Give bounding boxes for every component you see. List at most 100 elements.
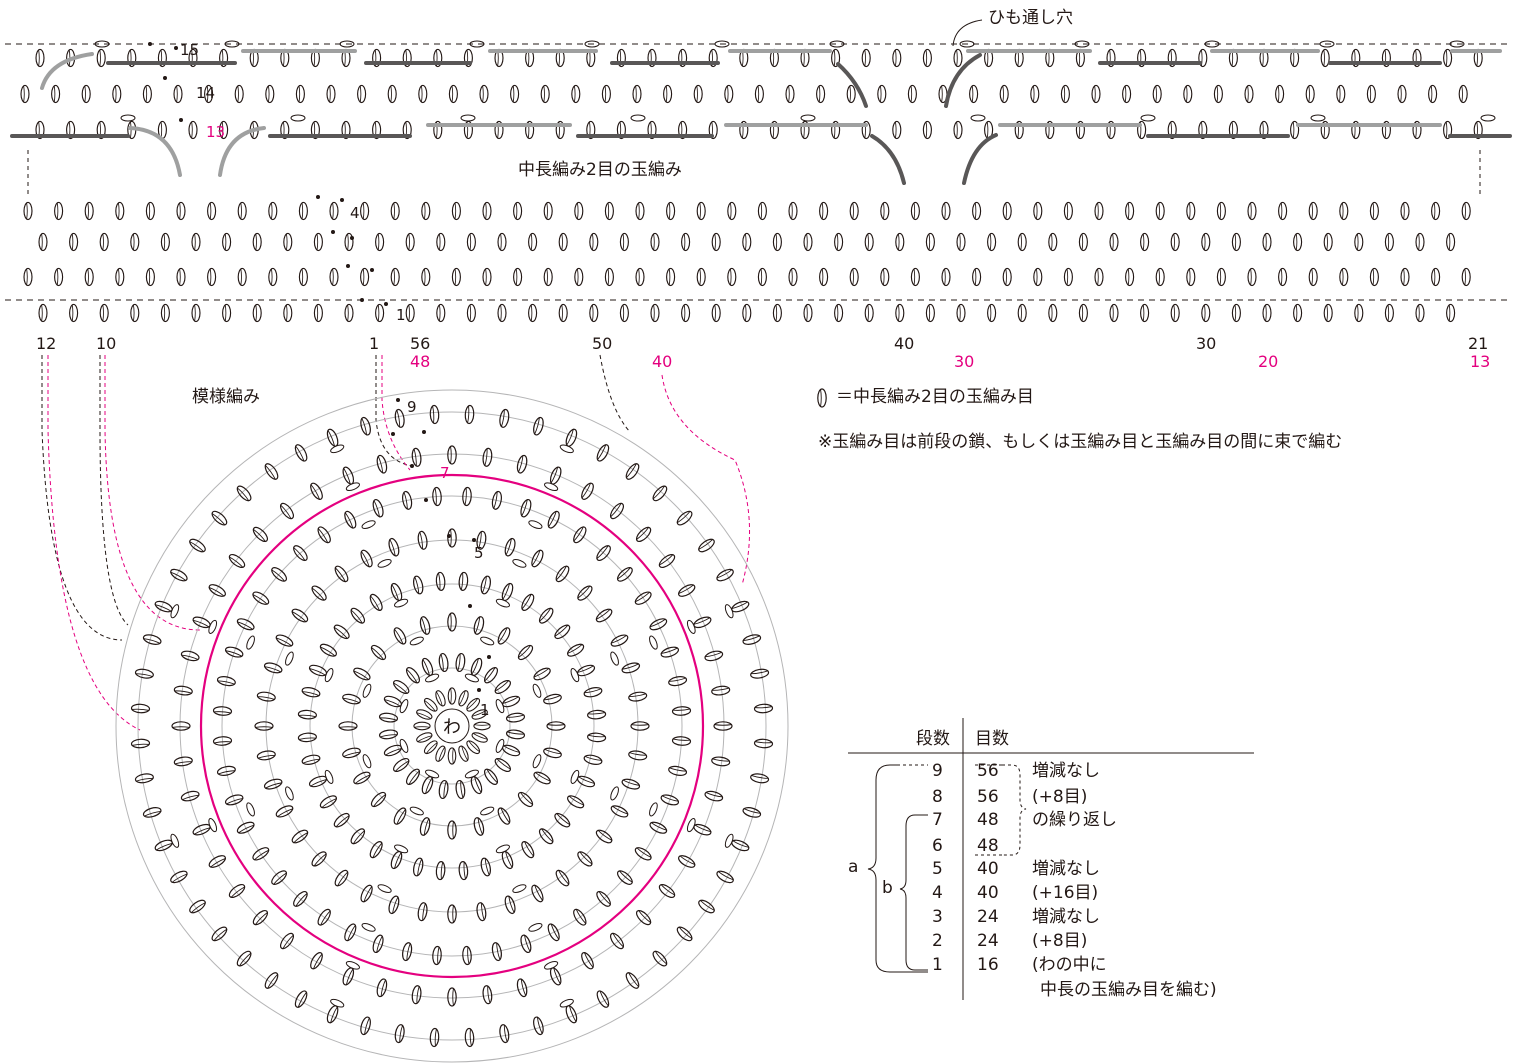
stitch-number: 56 <box>410 334 431 353</box>
puff-stitch-symbol <box>892 120 902 140</box>
table-note-cell: (わの中に <box>1032 955 1107 975</box>
puff-stitch-symbol <box>69 303 79 323</box>
puff-stitch-symbol <box>145 267 155 287</box>
puff-stitch-symbol <box>575 773 597 790</box>
puff-stitch-symbol <box>972 267 982 287</box>
puff-stitch-symbol <box>403 664 423 686</box>
puff-stitch-symbol <box>846 84 856 104</box>
chain-stitch-symbol <box>399 699 409 714</box>
puff-stitch-symbol <box>656 881 678 901</box>
chain-stitch-symbol <box>1319 40 1335 48</box>
puff-stitch-symbol <box>650 232 660 252</box>
chain-stitch-symbol <box>1449 40 1465 48</box>
puff-stitch-symbol <box>711 232 721 252</box>
center-ring-label: わ <box>443 717 461 738</box>
puff-stitch-symbol <box>160 303 170 323</box>
puff-stitch-symbol <box>749 772 770 785</box>
chain-stitch-symbol <box>362 754 372 769</box>
puff-stitch-symbol <box>727 267 737 287</box>
puff-stitch-symbol <box>630 721 650 731</box>
puff-stitch-symbol <box>479 84 489 104</box>
chain-stitch-symbol <box>246 802 255 817</box>
puff-stitch-symbol <box>907 84 917 104</box>
table-note-cell: (+16目) <box>1032 883 1099 903</box>
stitch-number: 21 <box>1468 334 1489 353</box>
chain-stitch-symbol <box>399 738 409 753</box>
puff-stitch-symbol <box>1186 201 1196 221</box>
puff-stitch-symbol <box>464 404 475 425</box>
chain-stitch-symbol <box>1204 40 1220 48</box>
puff-stitch-symbol <box>1109 303 1119 323</box>
puff-stitch-symbol <box>578 950 597 972</box>
puff-stitch-symbol <box>499 849 516 871</box>
puff-stitch-symbol <box>173 684 194 697</box>
puff-stitch-symbol <box>711 303 721 323</box>
puff-stitch-symbol <box>382 742 404 759</box>
puff-stitch-symbol <box>650 303 660 323</box>
table-count-cell: 16 <box>977 955 999 975</box>
table-count-cell: 40 <box>977 859 999 879</box>
puff-stitch-symbol <box>674 924 695 944</box>
puff-stitch-symbol <box>849 267 859 287</box>
puff-stitch-symbol <box>482 267 492 287</box>
puff-stitch-symbol <box>1384 303 1394 323</box>
group-label-b: b <box>882 878 893 898</box>
puff-stitch-symbol <box>338 721 358 731</box>
puff-stitch-symbol <box>895 232 905 252</box>
puff-stitch-symbol <box>1152 84 1162 104</box>
puff-stitch-symbol <box>834 232 844 252</box>
puff-stitch-symbol <box>536 605 556 626</box>
puff-stitch-symbol <box>1446 303 1456 323</box>
puff-stitch-symbol <box>515 642 536 663</box>
puff-stitch-symbol <box>1048 232 1058 252</box>
puff-stitch-symbol <box>234 948 254 969</box>
puff-stitch-symbol <box>1244 84 1254 104</box>
chain-stitch-symbol <box>324 668 334 683</box>
chain-stitch-symbol <box>495 738 505 753</box>
chain-stitch-symbol <box>170 833 180 848</box>
puff-stitch-symbol <box>999 84 1009 104</box>
puff-stitch-symbol <box>191 232 201 252</box>
puff-stitch-symbol <box>543 201 553 221</box>
puff-stitch-symbol <box>429 1027 440 1048</box>
puff-stitch-symbol <box>207 267 217 287</box>
puff-stitch-symbol <box>142 84 152 104</box>
puff-stitch-symbol <box>447 445 457 465</box>
puff-stitch-symbol <box>502 536 518 558</box>
puff-stitch-symbol <box>1063 267 1073 287</box>
puff-stitch-symbol <box>956 232 966 252</box>
puff-stitch-symbol <box>552 810 573 830</box>
chain-stitch-symbol <box>480 806 495 816</box>
puff-stitch-symbol <box>292 988 310 1010</box>
puff-stitch-symbol <box>987 232 997 252</box>
chain-stitch-symbol <box>829 40 845 48</box>
chain-stitch-symbol <box>208 619 218 634</box>
round-guide-ring <box>393 667 511 785</box>
puff-stitch-symbol <box>447 987 457 1007</box>
table-header-stitches: 目数 <box>975 729 1009 749</box>
puff-stitch-symbol <box>492 677 514 697</box>
round-guide-ring <box>179 453 725 999</box>
chain-stitch-symbol <box>377 559 392 568</box>
puff-stitch-symbol <box>895 303 905 323</box>
chain-stitch-symbol <box>649 802 658 817</box>
puff-stitch-symbol <box>495 625 513 647</box>
puff-stitch-symbol <box>1308 267 1318 287</box>
puff-stitch-symbol <box>448 84 458 104</box>
table-note-cell: (+8目) <box>1032 787 1088 807</box>
puff-stitch-symbol <box>558 303 568 323</box>
chain-stitch-symbol <box>377 884 392 893</box>
table-round-cell: 4 <box>932 883 943 903</box>
table-count-cell: 40 <box>977 883 999 903</box>
puff-stitch-symbol <box>429 404 440 425</box>
puff-stitch-symbol <box>604 201 614 221</box>
puff-stitch-symbol <box>861 48 871 68</box>
puff-stitch-symbol <box>475 901 488 922</box>
puff-stitch-symbol <box>344 303 354 323</box>
puff-stitch-symbol <box>788 267 798 287</box>
puff-stitch-symbol <box>171 721 191 731</box>
puff-stitch-symbol <box>237 267 247 287</box>
puff-stitch-symbol <box>650 948 670 969</box>
puff-stitch-symbol <box>358 415 373 437</box>
